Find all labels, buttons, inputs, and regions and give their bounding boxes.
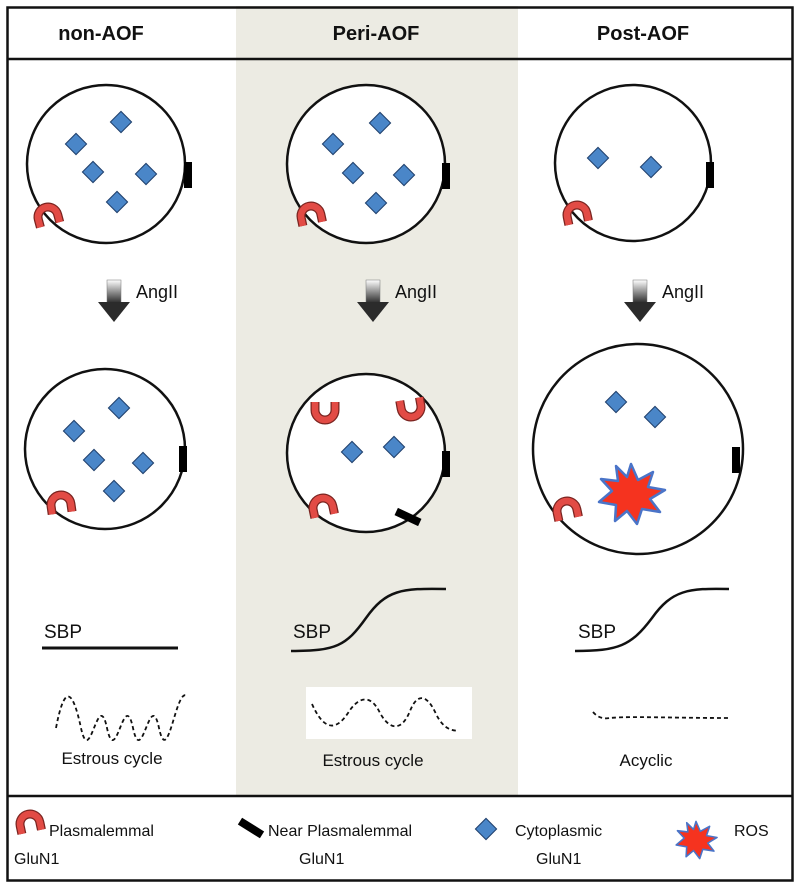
legend-cytoplasmic-line2: GluN1 xyxy=(536,851,581,868)
cycle-label: Estrous cycle xyxy=(322,751,423,770)
column-header-post-aof: Post-AOF xyxy=(597,23,689,45)
ros-legend-icon xyxy=(675,820,718,860)
sbp-label: SBP xyxy=(44,622,82,643)
legend-near-plasmalemmal-line1: Near Plasmalemmal xyxy=(268,823,412,840)
legend-near-plasmalemmal-line2: GluN1 xyxy=(299,851,344,868)
cycle-label: Acyclic xyxy=(620,751,673,770)
acyclic-line xyxy=(592,711,731,720)
non-aof-cell-before xyxy=(25,83,192,245)
outer-border xyxy=(6,6,794,882)
post-aof-cell-before xyxy=(553,83,714,243)
estrous-cycle-box xyxy=(306,687,472,739)
legend-ros-label: ROS xyxy=(734,823,769,840)
cell-circle xyxy=(25,83,187,245)
angii-arrow-icon xyxy=(623,279,657,323)
sbp-rising-curve xyxy=(290,587,447,653)
near-plasmalemmal-glun1-bar-icon xyxy=(732,447,740,473)
non-aof-cell-after xyxy=(23,367,187,531)
cytoplasmic-legend-icon xyxy=(474,817,498,841)
legend: Plasmalemmal GluN1 Near Plasmalemmal Glu… xyxy=(14,812,769,868)
plasmalemmal-legend-icon xyxy=(18,812,41,834)
near-plasmalemmal-glun1-bar-icon xyxy=(706,162,714,188)
legend-plasmalemmal-line1: Plasmalemmal xyxy=(49,823,154,840)
peri-aof-cell-before xyxy=(285,83,450,245)
cycle-label: Estrous cycle xyxy=(61,749,162,768)
angii-arrow-icon xyxy=(97,279,131,323)
cell-circle xyxy=(285,83,447,245)
near-plasmalemmal-glun1-bar-icon xyxy=(442,451,450,477)
sbp-label: SBP xyxy=(293,622,331,643)
sbp-rising-curve xyxy=(574,587,730,653)
cell-circle xyxy=(531,342,745,556)
sbp-label: SBP xyxy=(578,622,616,643)
estrous-cycle-wave xyxy=(311,697,459,732)
legend-cytoplasmic-line1: Cytoplasmic xyxy=(515,823,602,840)
estrous-cycle-wave xyxy=(55,694,188,742)
angii-label: AngII xyxy=(662,282,704,302)
diagram-frame: non-AOF Peri-AOF Post-AOF AngII SBP Estr… xyxy=(6,6,794,882)
peri-aof-cell-after xyxy=(285,372,450,534)
near-plasmalemmal-glun1-bar-icon xyxy=(442,163,450,189)
angii-label: AngII xyxy=(395,282,437,302)
legend-plasmalemmal-line2: GluN1 xyxy=(14,851,59,868)
cell-circle xyxy=(553,83,713,243)
post-aof-cell-after xyxy=(531,342,745,556)
column-header-peri-aof: Peri-AOF xyxy=(333,23,420,45)
diagram-canvas: non-AOF Peri-AOF Post-AOF AngII SBP Estr… xyxy=(6,6,794,882)
near-plasmalemmal-glun1-bar-icon xyxy=(184,162,192,188)
angii-label: AngII xyxy=(136,282,178,302)
near-plasmalemmal-legend-icon xyxy=(237,817,265,839)
column-header-non-aof: non-AOF xyxy=(58,23,144,45)
near-plasmalemmal-glun1-bar-icon xyxy=(179,446,187,472)
